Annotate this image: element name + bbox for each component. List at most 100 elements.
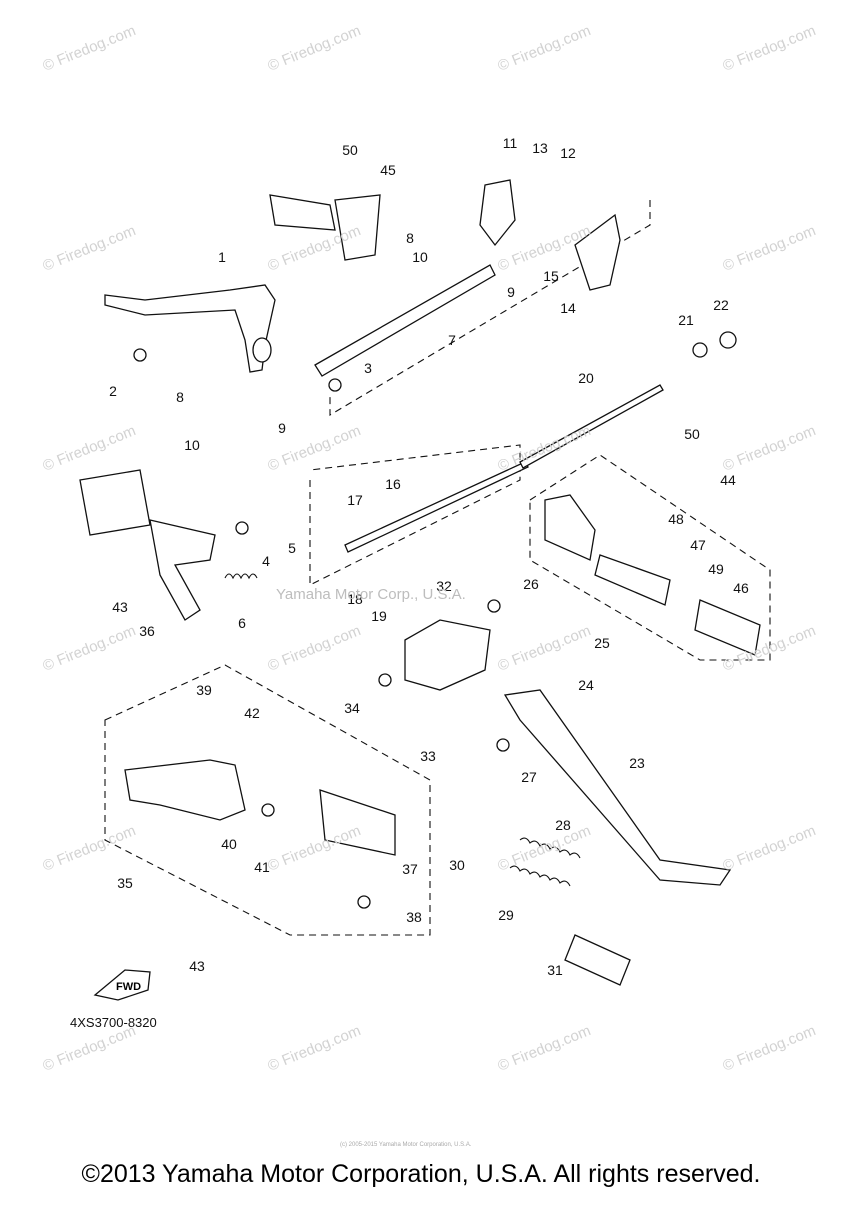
- callout-25: 25: [594, 635, 610, 651]
- nut-34: [378, 673, 392, 687]
- callout-13: 13: [532, 140, 548, 156]
- part-code: 4XS3700-8320: [70, 1015, 157, 1030]
- callout-2: 2: [109, 383, 117, 399]
- callout-39: 39: [196, 682, 212, 698]
- stand-grip: [564, 934, 631, 986]
- callout-7: 7: [448, 332, 456, 348]
- center-watermark: Yamaha Motor Corp., U.S.A.: [276, 586, 466, 603]
- pedal-pivot: [252, 337, 272, 363]
- callout-43: 43: [112, 599, 128, 615]
- callout-11: 11: [503, 135, 518, 151]
- washer-4: [235, 521, 249, 535]
- nut-26: [487, 599, 501, 613]
- callout-37: 37: [402, 861, 418, 877]
- shift-lever: [574, 213, 621, 291]
- callout-31: 31: [547, 962, 563, 978]
- callout-18: 18: [347, 591, 363, 607]
- callout-36: 36: [139, 623, 155, 639]
- callout-20: 20: [578, 370, 594, 386]
- fwd-arrow: FWD: [93, 969, 151, 1001]
- callout-6: 6: [238, 615, 246, 631]
- assembly-box-footrest: [529, 454, 771, 661]
- link-rod: [344, 461, 529, 553]
- callout-41: 41: [254, 859, 270, 875]
- callout-9: 9: [278, 420, 286, 436]
- nut-38: [357, 895, 371, 909]
- callout-8: 8: [406, 230, 414, 246]
- callout-50: 50: [342, 142, 358, 158]
- bolt-2: [133, 348, 147, 362]
- spring-29: [509, 865, 571, 887]
- callout-30: 30: [449, 857, 465, 873]
- side-stand: [503, 689, 732, 886]
- callout-3: 3: [364, 360, 372, 376]
- callout-47: 47: [690, 537, 706, 553]
- callout-33: 33: [420, 748, 436, 764]
- callout-17: 17: [347, 492, 363, 508]
- callout-42: 42: [244, 705, 260, 721]
- nut-40: [261, 803, 275, 817]
- footpeg-bracket: [334, 194, 381, 261]
- callout-21: 21: [678, 312, 694, 328]
- callout-9: 9: [507, 284, 515, 300]
- passenger-bracket: [124, 759, 246, 821]
- callout-34: 34: [344, 700, 360, 716]
- callout-35: 35: [117, 875, 133, 891]
- collar-21: [692, 342, 708, 358]
- spring-28: [519, 837, 581, 859]
- callout-10: 10: [184, 437, 200, 453]
- callout-1: 1: [218, 249, 226, 265]
- callout-10: 10: [412, 249, 428, 265]
- callout-29: 29: [498, 907, 514, 923]
- spring-6: [224, 573, 258, 580]
- tiny-copyright-note: (c) 2005-2015 Yamaha Motor Corporation, …: [340, 1142, 472, 1148]
- callout-23: 23: [629, 755, 645, 771]
- callout-24: 24: [578, 677, 594, 693]
- callout-32: 32: [436, 578, 452, 594]
- callout-28: 28: [555, 817, 571, 833]
- callout-12: 12: [560, 145, 576, 161]
- front-footpeg: [269, 194, 336, 231]
- callout-5: 5: [288, 540, 296, 556]
- threaded-rod: [519, 384, 664, 469]
- callout-45: 45: [380, 162, 396, 178]
- callout-50: 50: [684, 426, 700, 442]
- assembly-box-top: [329, 200, 651, 416]
- callout-26: 26: [523, 576, 539, 592]
- stand-bracket: [404, 619, 491, 691]
- shift-rod: [314, 264, 496, 377]
- callout-40: 40: [221, 836, 237, 852]
- rear-footrest-bar: [594, 554, 671, 606]
- callout-48: 48: [668, 511, 684, 527]
- washer-3: [328, 378, 342, 392]
- rear-footrest-bracket: [544, 494, 596, 561]
- callout-43: 43: [189, 958, 205, 974]
- nut-27: [496, 738, 510, 752]
- fwd-label: FWD: [116, 981, 141, 993]
- brake-pedal: [104, 284, 276, 373]
- callout-46: 46: [733, 580, 749, 596]
- callout-15: 15: [543, 268, 559, 284]
- nut-22: [719, 331, 737, 349]
- callout-38: 38: [406, 909, 422, 925]
- callout-44: 44: [720, 472, 736, 488]
- copyright-footer: ©2013 Yamaha Motor Corporation, U.S.A. A…: [81, 1160, 761, 1188]
- assembly-box-passenger: [104, 664, 431, 936]
- left-footpeg-bracket: [149, 519, 216, 621]
- callout-22: 22: [713, 297, 729, 313]
- callout-4: 4: [262, 553, 270, 569]
- left-footpeg: [79, 469, 151, 536]
- callout-27: 27: [521, 769, 537, 785]
- callout-14: 14: [560, 300, 576, 316]
- shift-arm: [479, 179, 516, 247]
- callout-19: 19: [371, 608, 387, 624]
- assembly-box-rod: [309, 444, 521, 586]
- callout-49: 49: [708, 561, 724, 577]
- rear-footrest-grip: [694, 599, 761, 656]
- callout-16: 16: [385, 476, 401, 492]
- passenger-footpeg: [319, 789, 396, 856]
- callout-8: 8: [176, 389, 184, 405]
